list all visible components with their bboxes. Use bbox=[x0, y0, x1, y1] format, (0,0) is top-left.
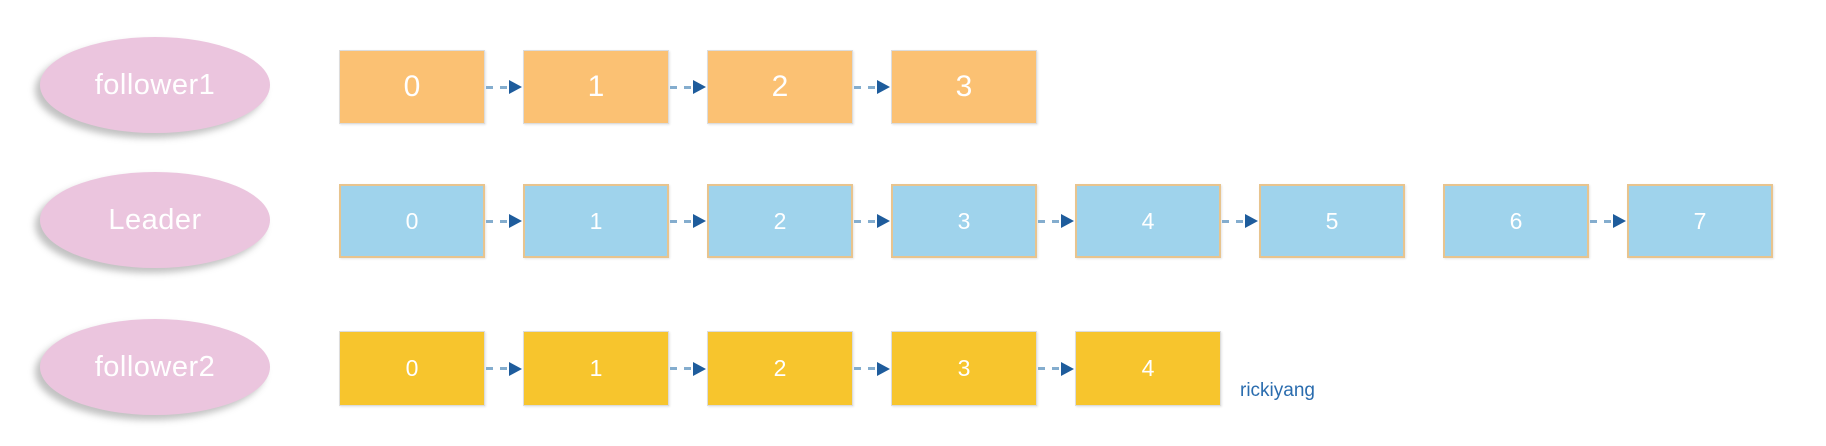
follower2-node-4: 4 bbox=[1075, 331, 1221, 406]
arrow-dash bbox=[1038, 367, 1061, 370]
link-arrow-icon bbox=[854, 361, 890, 376]
link-arrow-icon bbox=[670, 80, 706, 94]
follower1-node-3: 3 bbox=[891, 50, 1037, 124]
node-value: 0 bbox=[405, 355, 419, 381]
arrow-dash bbox=[1038, 219, 1061, 223]
link-arrow-icon bbox=[486, 361, 522, 376]
arrow-dash bbox=[486, 367, 509, 370]
node-value: 2 bbox=[773, 355, 787, 381]
arrow-head bbox=[1245, 214, 1258, 228]
leader-node-1: 1 bbox=[523, 184, 669, 258]
follower2-node-2: 2 bbox=[707, 331, 853, 406]
arrow-dash bbox=[854, 219, 877, 223]
arrow-head bbox=[509, 214, 522, 228]
leader-node-2: 2 bbox=[707, 184, 853, 258]
arrow-head bbox=[877, 361, 890, 376]
arrow-dash bbox=[486, 219, 509, 223]
arrow-head bbox=[1061, 361, 1074, 376]
leader-node-7: 7 bbox=[1627, 184, 1773, 258]
arrow-head bbox=[1061, 214, 1074, 228]
leader-node-4: 4 bbox=[1075, 184, 1221, 258]
arrow-head bbox=[877, 80, 890, 94]
link-arrow-icon bbox=[854, 80, 890, 94]
arrow-dash bbox=[486, 85, 509, 89]
leader-label: Leader bbox=[108, 203, 202, 236]
leader-node-0: 0 bbox=[339, 184, 485, 258]
arrow-head bbox=[877, 214, 890, 228]
leader-node-5: 5 bbox=[1259, 184, 1405, 258]
link-arrow-icon bbox=[670, 214, 706, 228]
link-arrow-icon bbox=[1590, 214, 1626, 228]
arrow-dash bbox=[854, 85, 877, 89]
link-arrow-icon bbox=[1222, 214, 1258, 228]
arrow-head bbox=[693, 214, 706, 228]
link-arrow-icon bbox=[486, 80, 522, 94]
node-value: 7 bbox=[1693, 207, 1707, 234]
node-value: 4 bbox=[1141, 355, 1155, 381]
follower1-node-2: 2 bbox=[707, 50, 853, 124]
follower2-node-0: 0 bbox=[339, 331, 485, 406]
arrow-dash bbox=[670, 219, 693, 223]
follower2-ellipse: follower2 bbox=[40, 319, 270, 415]
node-value: 3 bbox=[955, 70, 973, 103]
node-value: 1 bbox=[589, 207, 603, 234]
arrow-dash bbox=[670, 85, 693, 89]
node-value: 5 bbox=[1325, 207, 1339, 234]
arrow-head bbox=[509, 361, 522, 376]
node-value: 1 bbox=[589, 355, 603, 381]
arrow-dash bbox=[1590, 219, 1613, 223]
node-value: 6 bbox=[1509, 207, 1523, 234]
follower2-label: follower2 bbox=[94, 350, 216, 383]
link-arrow-icon bbox=[1038, 361, 1074, 376]
leader-ellipse: Leader bbox=[40, 172, 270, 268]
arrow-dash bbox=[670, 367, 693, 370]
follower2-node-1: 1 bbox=[523, 331, 669, 406]
watermark-text: rickiyang bbox=[1240, 380, 1315, 401]
arrow-dash bbox=[854, 367, 877, 370]
link-arrow-icon bbox=[670, 361, 706, 376]
node-value: 2 bbox=[773, 207, 787, 234]
node-value: 3 bbox=[957, 355, 971, 381]
node-value: 4 bbox=[1141, 207, 1155, 234]
node-value: 0 bbox=[405, 207, 419, 234]
arrow-head bbox=[693, 361, 706, 376]
node-value: 1 bbox=[587, 70, 605, 103]
follower1-node-1: 1 bbox=[523, 50, 669, 124]
arrow-head bbox=[1613, 214, 1626, 228]
follower1-node-0: 0 bbox=[339, 50, 485, 124]
link-arrow-icon bbox=[854, 214, 890, 228]
node-value: 0 bbox=[403, 70, 421, 103]
arrow-head bbox=[509, 80, 522, 94]
follower1-ellipse: follower1 bbox=[40, 37, 270, 133]
link-arrow-icon bbox=[1038, 214, 1074, 228]
arrow-dash bbox=[1222, 219, 1245, 223]
leader-node-6: 6 bbox=[1443, 184, 1589, 258]
node-value: 2 bbox=[771, 70, 789, 103]
link-arrow-icon bbox=[486, 214, 522, 228]
follower1-label: follower1 bbox=[94, 68, 216, 101]
node-value: 3 bbox=[957, 207, 971, 234]
arrow-head bbox=[693, 80, 706, 94]
leader-node-3: 3 bbox=[891, 184, 1037, 258]
follower2-node-3: 3 bbox=[891, 331, 1037, 406]
